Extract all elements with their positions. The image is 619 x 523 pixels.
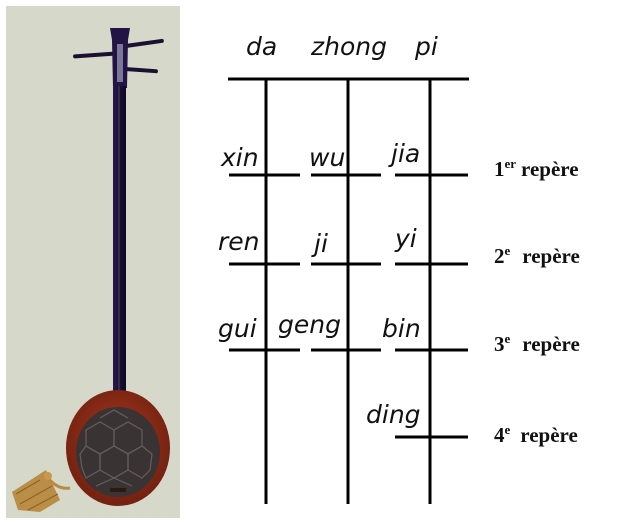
fret-syllable: bin bbox=[382, 314, 421, 343]
neck bbox=[113, 86, 126, 406]
peg-left-icon bbox=[73, 51, 118, 59]
fret-syllable: xin bbox=[220, 143, 259, 172]
fret-syllable: wu bbox=[309, 143, 345, 172]
fret-syllable: gui bbox=[218, 314, 257, 343]
snakeskin-pattern bbox=[79, 409, 153, 487]
sanxian-lute-illustration bbox=[6, 6, 180, 518]
tassel-icon bbox=[12, 470, 71, 512]
fret-syllable: geng bbox=[278, 310, 341, 339]
bridge bbox=[110, 488, 126, 492]
fret-syllable: jia bbox=[388, 139, 420, 168]
soundboard bbox=[76, 407, 160, 497]
column-label-zhong: zhong bbox=[310, 32, 387, 61]
column-label-da: da bbox=[246, 32, 277, 61]
fret-syllable: ding bbox=[366, 400, 421, 429]
fret-syllable: ji bbox=[311, 229, 328, 258]
peg-right-icon bbox=[118, 38, 164, 49]
column-label-pi: pi bbox=[414, 32, 438, 61]
fret-syllable: yi bbox=[394, 224, 417, 253]
peg-lower-icon bbox=[120, 66, 158, 74]
fret-syllable: ren bbox=[218, 227, 260, 256]
peg-box-slot bbox=[117, 44, 123, 82]
